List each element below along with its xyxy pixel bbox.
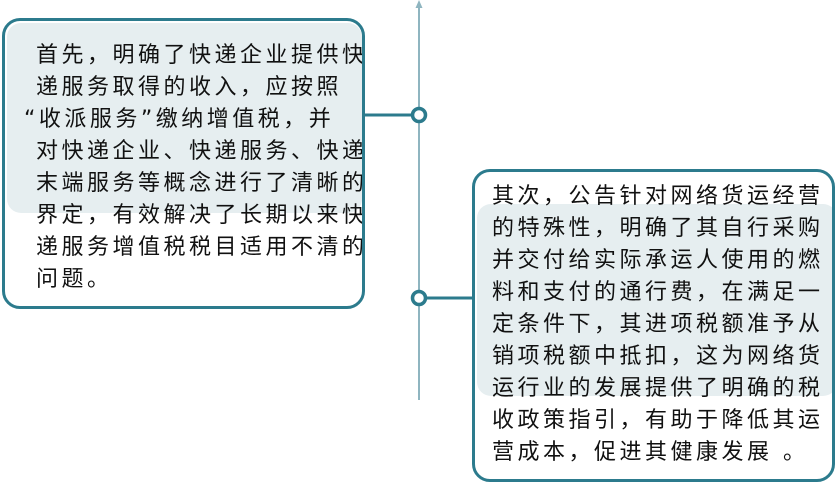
card-1-shade: [7, 23, 362, 213]
timeline-node-1: [410, 106, 428, 124]
text-line: 界定，有效解决了长期以来快: [36, 203, 365, 228]
card-2-text: 其次，公告针对网络货运经营 的特殊性，明确了其自行采购 并交付给实际承运人使用的…: [492, 181, 824, 469]
text-line: 定条件下，其进项税额准予从: [492, 312, 824, 337]
text-line: 运行业的发展提供了明确的税: [492, 376, 824, 401]
text-line: 其次，公告针对网络货运经营: [492, 184, 824, 209]
card-2: 其次，公告针对网络货运经营 的特殊性，明确了其自行采购 并交付给实际承运人使用的…: [472, 169, 835, 482]
timeline-node-2: [410, 289, 428, 307]
card-2-shade: [477, 204, 832, 396]
card-1-text: 首先，明确了快递企业提供快 递服务取得的收入，应按照 “收派服务”缴纳增值税，并…: [24, 40, 365, 296]
card-1: 首先，明确了快递企业提供快 递服务取得的收入，应按照 “收派服务”缴纳增值税，并…: [2, 18, 365, 309]
text-line: 销项税额中抵扣，这为网络货: [492, 344, 824, 369]
text-line: 首先，明确了快递企业提供快: [36, 43, 365, 68]
text-line: 营成本，促进其健康发展 。: [492, 440, 809, 465]
text-line: 对快递企业、快递服务、快递: [36, 139, 365, 164]
text-line: “收派服务”缴纳增值税，并: [24, 107, 335, 132]
arrow-up-icon: [415, 0, 423, 8]
text-line: 收政策指引，有助于降低其运: [492, 408, 824, 433]
text-line: 递服务取得的收入，应按照: [36, 75, 343, 100]
text-line: 末端服务等概念进行了清晰的: [36, 171, 365, 196]
text-line: 的特殊性，明确了其自行采购: [492, 216, 824, 241]
text-line: 并交付给实际承运人使用的燃: [492, 248, 824, 273]
text-line: 问题。: [36, 267, 113, 292]
text-line: 递服务增值税税目适用不清的: [36, 235, 365, 260]
text-line: 料和支付的通行费，在满足一: [492, 280, 824, 305]
